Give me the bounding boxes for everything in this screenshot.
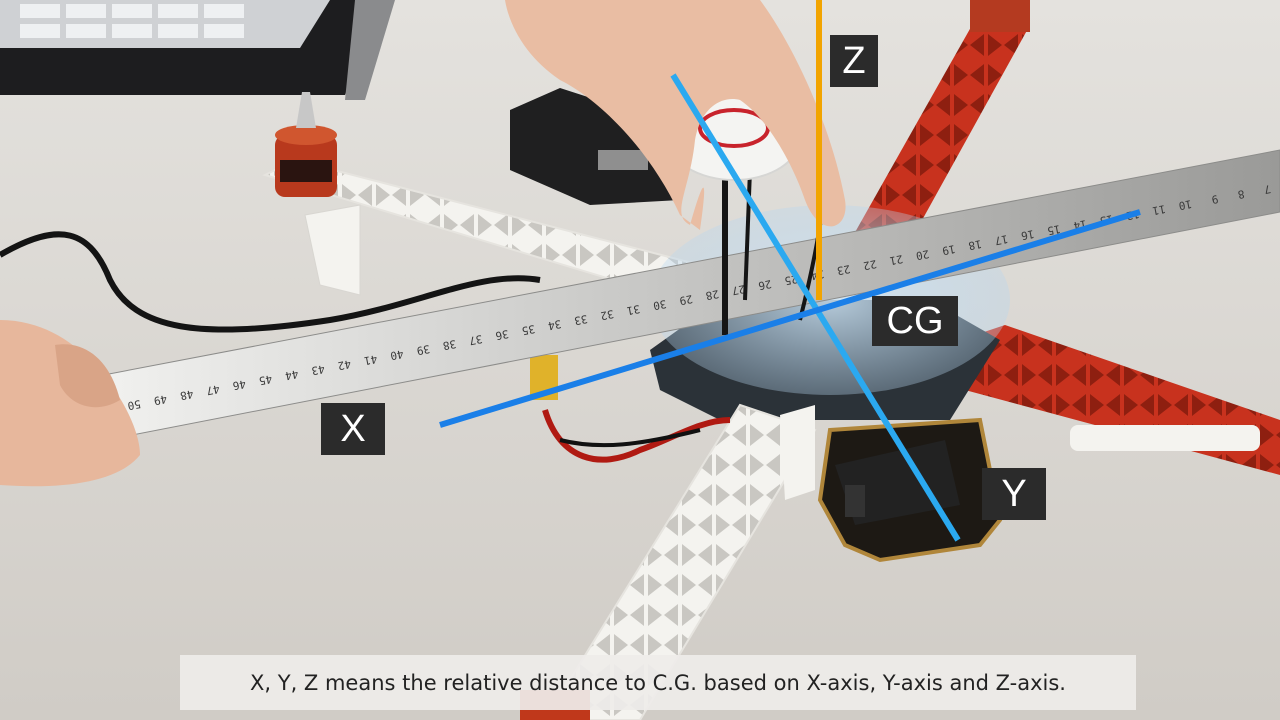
- ruler-number: 44: [284, 367, 300, 382]
- ruler-number: 11: [1151, 202, 1166, 217]
- ruler-number: 35: [521, 322, 536, 337]
- ruler-number: 30: [652, 297, 667, 312]
- ruler-number: 29: [678, 292, 693, 307]
- ruler-number: 34: [547, 317, 563, 332]
- ruler-number: 48: [179, 387, 194, 402]
- cg-label: CG: [872, 296, 958, 346]
- ruler-number: 23: [836, 262, 851, 277]
- ruler-number: 15: [1046, 222, 1061, 237]
- ruler-number: 33: [573, 312, 588, 327]
- ruler-number: 50: [126, 397, 141, 412]
- ruler-number: 21: [889, 252, 904, 267]
- subtitle-caption: X, Y, Z means the relative distance to C…: [180, 655, 1136, 710]
- steel-ruler: 50 49 48 47 46 45 44 43 42 41 40 39 38 37 36 35 34 33 32 31…: [87, 149, 1280, 438]
- hand-top: [505, 0, 846, 230]
- ruler-number: 49: [153, 392, 168, 407]
- ruler-number: 37: [468, 332, 483, 347]
- y-axis-line: [670, 73, 961, 542]
- ruler-number: 18: [967, 237, 982, 252]
- cable: [0, 231, 541, 333]
- arm-front-right: [965, 325, 1280, 475]
- ruler-number: 43: [310, 362, 325, 377]
- laptop: [0, 0, 395, 100]
- ruler-number: 28: [705, 287, 720, 302]
- ruler-number: 32: [599, 307, 614, 322]
- ruler-number: 20: [915, 247, 930, 262]
- ruler-number: 38: [442, 337, 457, 352]
- x-axis-label: X: [321, 403, 385, 455]
- ruler-number: 31: [626, 302, 641, 317]
- hand-left: [0, 320, 140, 487]
- ruler-number: 46: [232, 377, 247, 392]
- ruler-number: 8: [1237, 187, 1246, 201]
- y-axis-label: Y: [982, 468, 1046, 520]
- ruler-number: 10: [1178, 197, 1193, 212]
- ruler-number: 19: [941, 242, 956, 257]
- ruler-number: 41: [363, 352, 378, 367]
- ruler-number: 9: [1210, 192, 1219, 206]
- ruler-number: 16: [1020, 227, 1035, 242]
- arm-back-right: [845, 0, 1030, 260]
- ruler-number: 36: [494, 327, 509, 342]
- ruler-number: 45: [258, 372, 273, 387]
- z-axis-label: Z: [830, 35, 878, 87]
- ruler-number: 47: [205, 382, 220, 397]
- ruler-number: 27: [731, 282, 746, 297]
- x-axis-line: [439, 209, 1141, 428]
- ruler-number: 22: [862, 257, 877, 272]
- ruler-number: 40: [389, 347, 404, 362]
- receiver: [835, 440, 960, 525]
- ruler-number: 39: [415, 342, 430, 357]
- ruler-number: 17: [994, 232, 1009, 247]
- ruler-number: 26: [757, 277, 772, 292]
- ruler-number: 7: [1263, 182, 1272, 196]
- ruler-number: 42: [337, 357, 352, 372]
